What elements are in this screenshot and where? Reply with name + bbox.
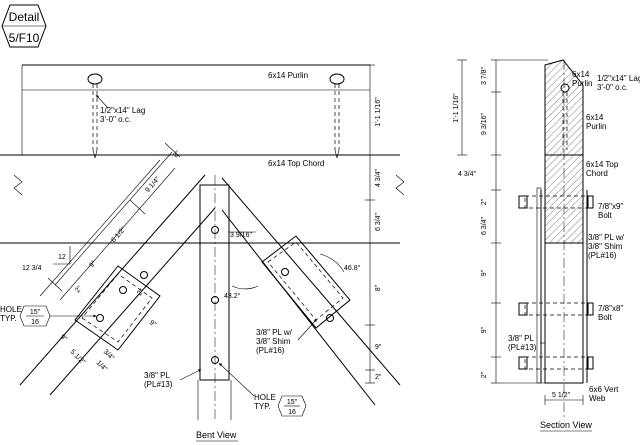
lag-label-1: 1/2"x14" Lag (100, 106, 145, 115)
sec-bolt2-2: Bolt (598, 313, 613, 322)
sec-lag-2: 3'-0" o.c. (597, 83, 628, 92)
typ-left-label: TYP. (0, 314, 17, 323)
sec-dim-d1: 3 7/8" (481, 66, 488, 85)
hole-bottom-label: HOLE (254, 393, 276, 402)
sec-bolt1-2: Bolt (598, 211, 613, 220)
sec-chord-1: 6x14 Top (586, 160, 619, 169)
dim-d4: 8" (375, 284, 382, 291)
sec-purlin-top-2: Purlin (572, 79, 592, 88)
bent-view-title: Bent View (196, 430, 237, 440)
sec-shim-3: (PL#16) (588, 251, 617, 260)
section-view: 3 7/8" 9 3/16" 1'-1 1/16" 4 3/4" 2" 6 3/… (453, 59, 640, 432)
section-bolt-1 (518, 195, 594, 209)
lag-label-2: 3'-0" o.c. (100, 115, 131, 124)
bent-diagonal-dims: 9 1/4" 6 1/2" 8" 3 9/16" 9" 2" 2" 9" 5 1… (47, 142, 256, 373)
detail-tag: Detail 5/F10 (1, 4, 47, 48)
sec-dim-d2: 9 3/16" (481, 113, 488, 135)
section-left-dims: 3 7/8" 9 3/16" 1'-1 1/16" 4 3/4" 2" 6 3/… (453, 59, 584, 405)
sec-purlin-body-2: Purlin (586, 122, 606, 131)
hole-left-num: 15" (30, 309, 41, 316)
detail-number: 5/F10 (9, 31, 40, 45)
typ-bottom-label: TYP. (254, 402, 271, 411)
dim-diag-c: 3 9/16" (230, 232, 252, 239)
sec-dim-d3: 1'-1 1/16" (453, 93, 460, 123)
sec-web-2: Web (589, 394, 606, 403)
dim-small-f: 3/4" (102, 348, 116, 362)
sec-dim-d6: 6 3/4" (481, 216, 488, 235)
sec-bolt2-1: 7/8"x8" (598, 304, 623, 313)
sec-dim-d4: 4 3/4" (458, 171, 477, 178)
dim-small-b: 2" (136, 288, 146, 298)
angle-right: 46.8° (344, 264, 361, 272)
hole-bottom-den: 16 (288, 409, 296, 416)
top-chord-label: 6x14 Top Chord (268, 159, 324, 168)
angle-center: 43.2° (224, 292, 241, 300)
sec-dim-d8: 9" (481, 326, 488, 333)
sec-dim-d7: 9" (481, 269, 488, 276)
sec-dim-d10: 5 1/2" (552, 392, 571, 399)
sec-shim-2: 3/8" Shim (588, 242, 623, 251)
sec-dim-d5: 2" (481, 198, 488, 205)
lag-bolt-right (329, 73, 345, 159)
dim-d6: 2" (375, 374, 382, 381)
pl13-label-2: (PL#13) (144, 380, 173, 389)
dim-small-d: 9" (148, 319, 158, 329)
bent-view: 1/2"x14" Lag 3'-0" o.c. 6x14 Purlin 6x14… (0, 64, 405, 442)
sec-pl13-1: 3/8" PL (508, 334, 535, 343)
dim-d3: 6 3/4" (375, 212, 382, 231)
dim-d2: 4 3/4" (375, 168, 382, 187)
pl-shim-label-3: (PL#16) (256, 346, 285, 355)
left-diagonal-member (19, 159, 216, 396)
sec-purlin-top-1: 6x14 (572, 70, 590, 79)
dim-small-c: 9" (88, 260, 98, 270)
vertical-web (197, 175, 232, 420)
sec-bolt1-1: 7/8"x9" (598, 202, 623, 211)
pl-shim-label-2: 3/8" Shim (256, 337, 291, 346)
purlin-label: 6x14 Purlin (268, 71, 308, 80)
sec-dim-d9: 2" (481, 371, 488, 378)
dim-small-h: 9" (59, 333, 69, 343)
dim-diag-a: 9 1/4" (144, 176, 162, 194)
section-bolt-3 (518, 356, 594, 370)
hole-callout-left: HOLE TYP. 15" 16 (0, 305, 97, 327)
pl-shim-label-1: 3/8" PL w/ (256, 328, 293, 337)
hole-callout-bottom: HOLE TYP. 15" 16 (218, 362, 307, 417)
bent-right-dims: 1'-1 1/16" 4 3/4" 6 3/4" 8" 9" 2" (365, 64, 382, 384)
sec-web-1: 6x6 Vert (589, 385, 619, 394)
section-purlin (544, 59, 584, 156)
sec-pl13-2: (PL#13) (508, 343, 537, 352)
dim-small-g: 1/4" (95, 359, 109, 373)
slope-indicator: 12 12 3/4 (22, 246, 71, 272)
detail-label: Detail (9, 10, 40, 24)
sec-shim-1: 3/8" PL w/ (588, 233, 625, 242)
hole-left-label: HOLE (0, 305, 22, 314)
dim-d5: 9" (375, 344, 382, 351)
sec-lag-1: 1/2"x14" Lag (597, 74, 640, 83)
section-bolt-2 (518, 302, 594, 316)
sec-purlin-body-1: 6x14 (586, 113, 604, 122)
sec-chord-2: Chord (586, 169, 608, 178)
dim-diag-b: 6 1/2" (110, 226, 128, 244)
right-diagonal-member (221, 177, 401, 406)
dim-d1: 1'-1 1/16" (375, 97, 382, 127)
dim-top-a: 8" (172, 150, 182, 160)
section-view-title: Section View (540, 420, 592, 430)
slope-run: 12 3/4 (22, 265, 42, 272)
dim-small-a: 2" (74, 285, 84, 295)
pl13-label-1: 3/8" PL (144, 371, 171, 380)
hole-bottom-num: 15" (287, 399, 298, 406)
hole-left-den: 16 (31, 319, 39, 326)
angle-marks: 46.8° 43.2° (224, 253, 361, 300)
slope-rise: 12 (58, 254, 66, 261)
